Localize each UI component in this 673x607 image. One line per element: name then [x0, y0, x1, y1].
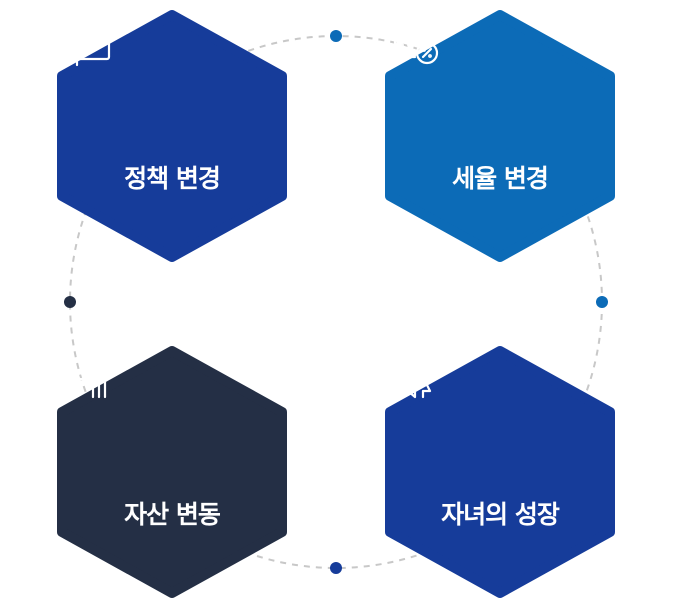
hex-child-growth: 자녀의 성장	[385, 345, 615, 599]
hex-label: 정책 변경	[124, 164, 221, 193]
hex-tax-rate-change: 세율 변경	[385, 9, 615, 263]
family-heart-icon	[388, 346, 441, 399]
calculator-percent-icon	[393, 13, 439, 65]
ring-dot-left	[64, 296, 76, 308]
book-icon	[65, 13, 111, 67]
hex-policy-change: 정책 변경	[57, 9, 287, 263]
house-chart-icon	[59, 349, 115, 399]
ring-dot-top	[330, 30, 342, 42]
hex-label: 자녀의 성장	[441, 500, 560, 529]
ring-dot-right	[596, 296, 608, 308]
hex-label: 자산 변동	[124, 500, 221, 529]
hex-asset-change: 자산 변동	[57, 345, 287, 599]
hex-label: 세율 변경	[452, 164, 549, 193]
ring-dot-bottom	[330, 562, 342, 574]
